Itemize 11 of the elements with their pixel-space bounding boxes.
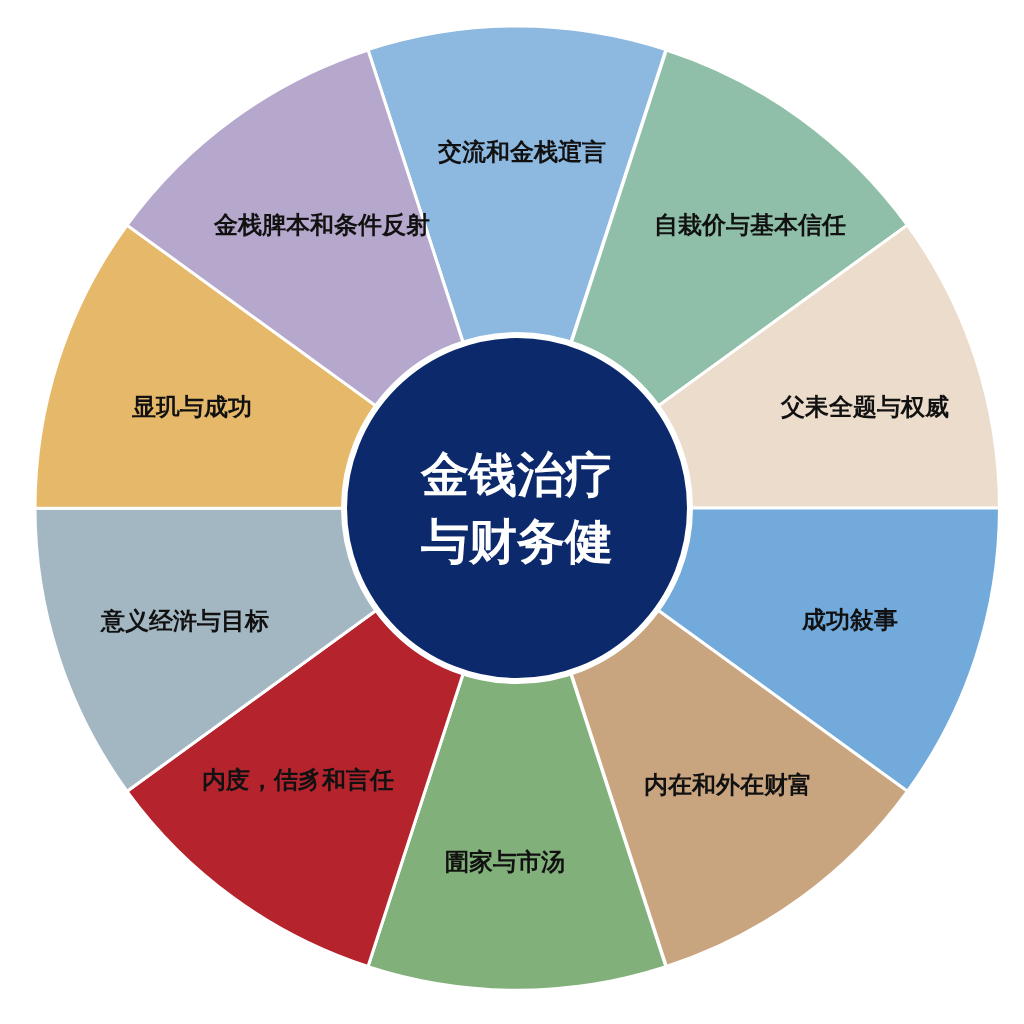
segment-label: 成功敍事 bbox=[802, 605, 898, 636]
segment-label: 自栽价与基本信任 bbox=[654, 210, 846, 241]
segment-label: 意义经浒与目标 bbox=[101, 606, 269, 637]
segment-label: 金栈脾本和条件反射 bbox=[214, 210, 430, 241]
segment-label: 父耒全题与权威 bbox=[781, 392, 949, 423]
segment-label: 显玑与成功 bbox=[132, 392, 252, 423]
center-title: 金钱治疗与财务健 bbox=[419, 444, 614, 571]
segment-label: 内庋，佶豸和言任 bbox=[202, 765, 394, 796]
segment-label: 内在和外在财富 bbox=[644, 770, 812, 801]
segment-label: 交流和金栈逭言 bbox=[438, 137, 606, 168]
segment-label: 圊家与市汤 bbox=[445, 847, 565, 878]
